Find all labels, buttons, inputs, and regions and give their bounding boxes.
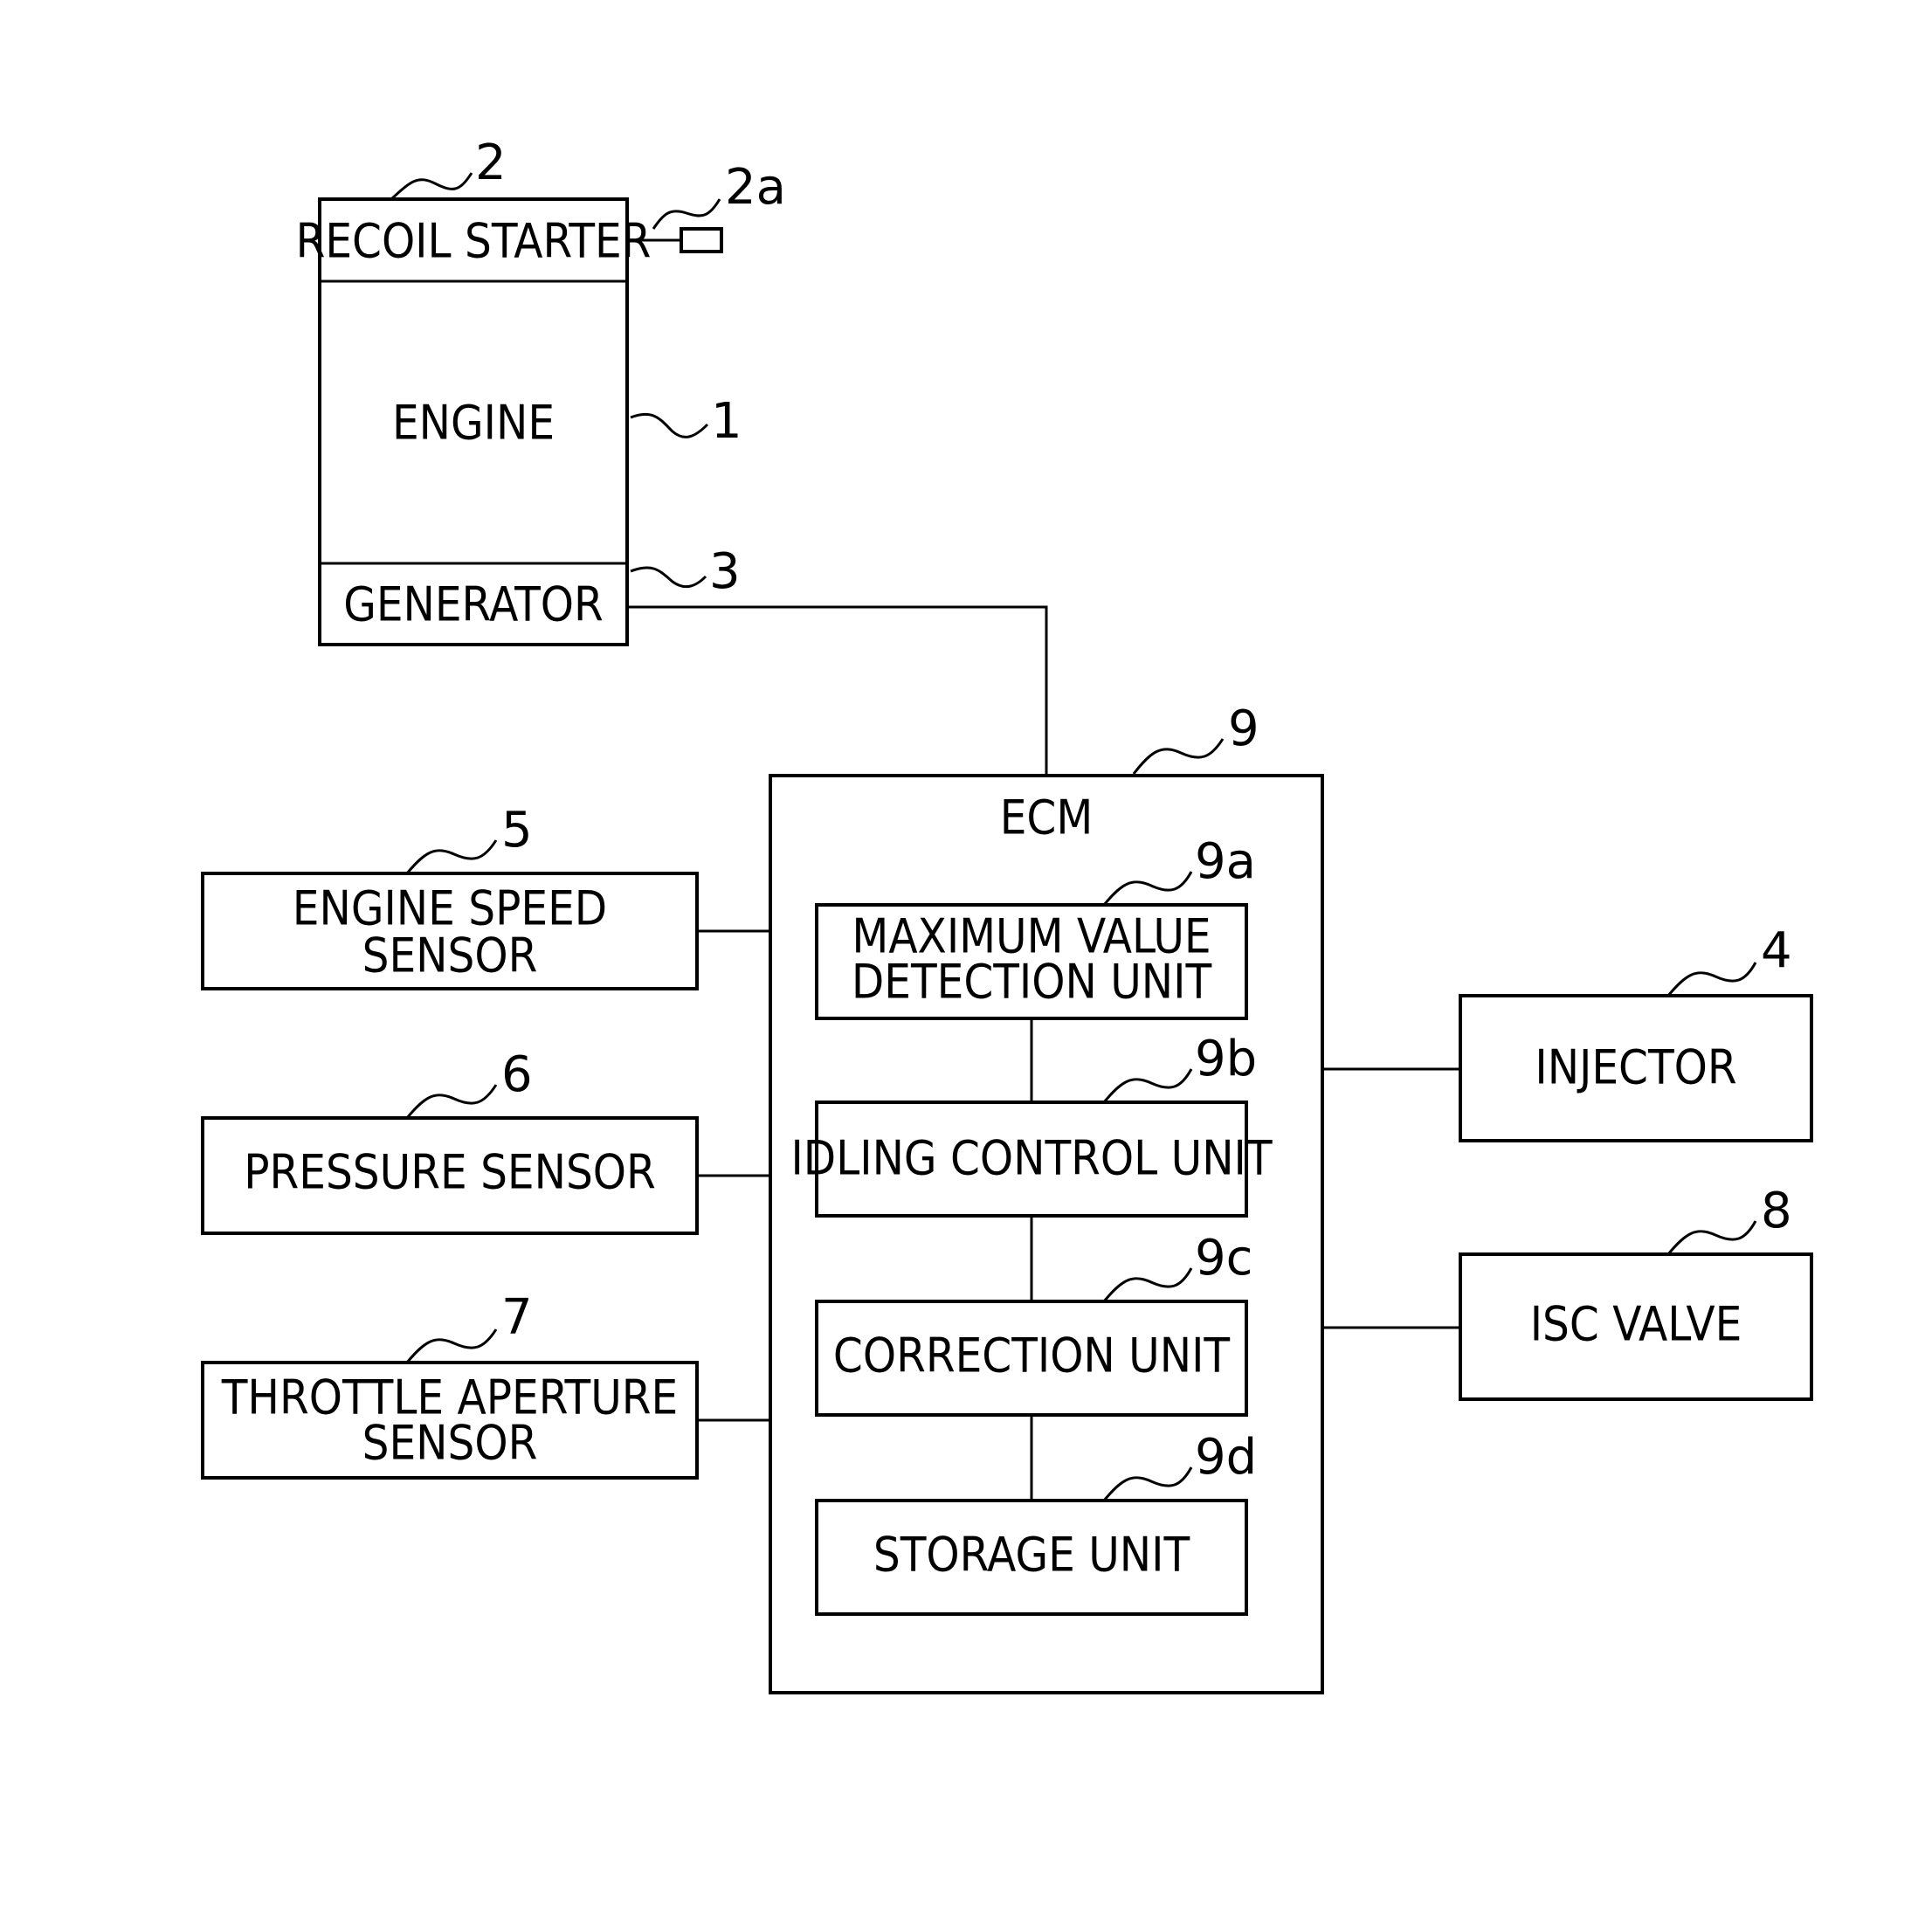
ref-6: 6 bbox=[501, 1046, 533, 1103]
leader-6 bbox=[407, 1085, 496, 1118]
ref-9c: 9c bbox=[1195, 1230, 1252, 1287]
leader-4 bbox=[1668, 963, 1756, 996]
ref-9: 9 bbox=[1228, 700, 1259, 757]
generator-label: GENERATOR bbox=[343, 577, 604, 632]
leader-8 bbox=[1668, 1221, 1756, 1254]
ref-2: 2 bbox=[475, 135, 507, 191]
max-value-detection-unit-label-line2: DETECTION UNIT bbox=[852, 955, 1212, 1010]
leader-9 bbox=[1134, 739, 1223, 774]
starter-handle-grip bbox=[681, 229, 721, 252]
leader-7 bbox=[407, 1329, 496, 1363]
ref-7: 7 bbox=[501, 1289, 533, 1346]
ref-4: 4 bbox=[1761, 922, 1792, 979]
ref-9a: 9a bbox=[1195, 833, 1256, 890]
leader-5 bbox=[407, 840, 496, 873]
isc-valve-block: ISC VALVE bbox=[1460, 1254, 1811, 1399]
leader-2a bbox=[653, 199, 720, 229]
ref-9d: 9d bbox=[1195, 1429, 1257, 1486]
storage-unit-label: STORAGE UNIT bbox=[873, 1528, 1190, 1583]
ref-8: 8 bbox=[1761, 1183, 1792, 1239]
engine-label: ENGINE bbox=[392, 396, 555, 451]
ref-2a: 2a bbox=[725, 159, 786, 216]
engine-speed-sensor-block: ENGINE SPEED SENSOR bbox=[203, 873, 697, 989]
engine-speed-sensor-label-line2: SENSOR bbox=[362, 928, 538, 983]
ecm-label: ECM bbox=[1000, 790, 1094, 845]
pressure-sensor-label: PRESSURE SENSOR bbox=[244, 1145, 656, 1200]
ref-9b: 9b bbox=[1195, 1031, 1257, 1087]
throttle-sensor-block: THROTTLE APERTURE SENSOR bbox=[203, 1363, 697, 1478]
idling-control-unit-label: IDLING CONTROL UNIT bbox=[790, 1131, 1272, 1186]
leader-2 bbox=[391, 173, 472, 199]
injector-block: INJECTOR bbox=[1460, 996, 1811, 1141]
engine-assembly: RECOIL STARTER ENGINE GENERATOR bbox=[296, 199, 652, 645]
ref-1: 1 bbox=[711, 393, 742, 450]
correction-unit-label: CORRECTION UNIT bbox=[833, 1328, 1230, 1383]
leader-3 bbox=[631, 568, 706, 587]
pressure-sensor-block: PRESSURE SENSOR bbox=[203, 1118, 697, 1233]
generator-to-ecm-line bbox=[627, 607, 1046, 776]
ref-5: 5 bbox=[501, 802, 533, 859]
leader-1 bbox=[631, 414, 707, 437]
ref-3: 3 bbox=[709, 543, 741, 600]
throttle-sensor-label-line2: SENSOR bbox=[362, 1416, 538, 1471]
recoil-starter-label: RECOIL STARTER bbox=[296, 214, 652, 269]
injector-label: INJECTOR bbox=[1535, 1040, 1736, 1095]
isc-valve-label: ISC VALVE bbox=[1530, 1297, 1742, 1352]
